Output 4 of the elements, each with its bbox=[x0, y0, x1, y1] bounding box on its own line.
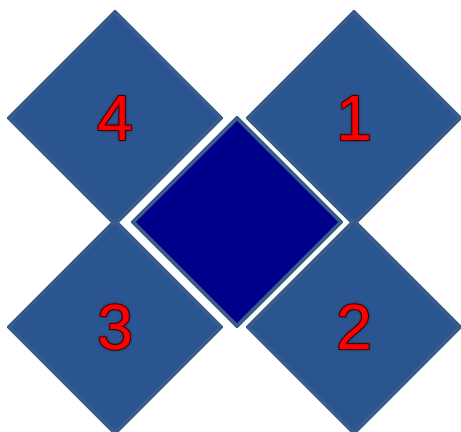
number-label: 4 bbox=[97, 86, 133, 150]
number-label: 1 bbox=[336, 86, 372, 150]
number-label: 3 bbox=[97, 295, 133, 359]
number-label: 2 bbox=[336, 295, 372, 359]
